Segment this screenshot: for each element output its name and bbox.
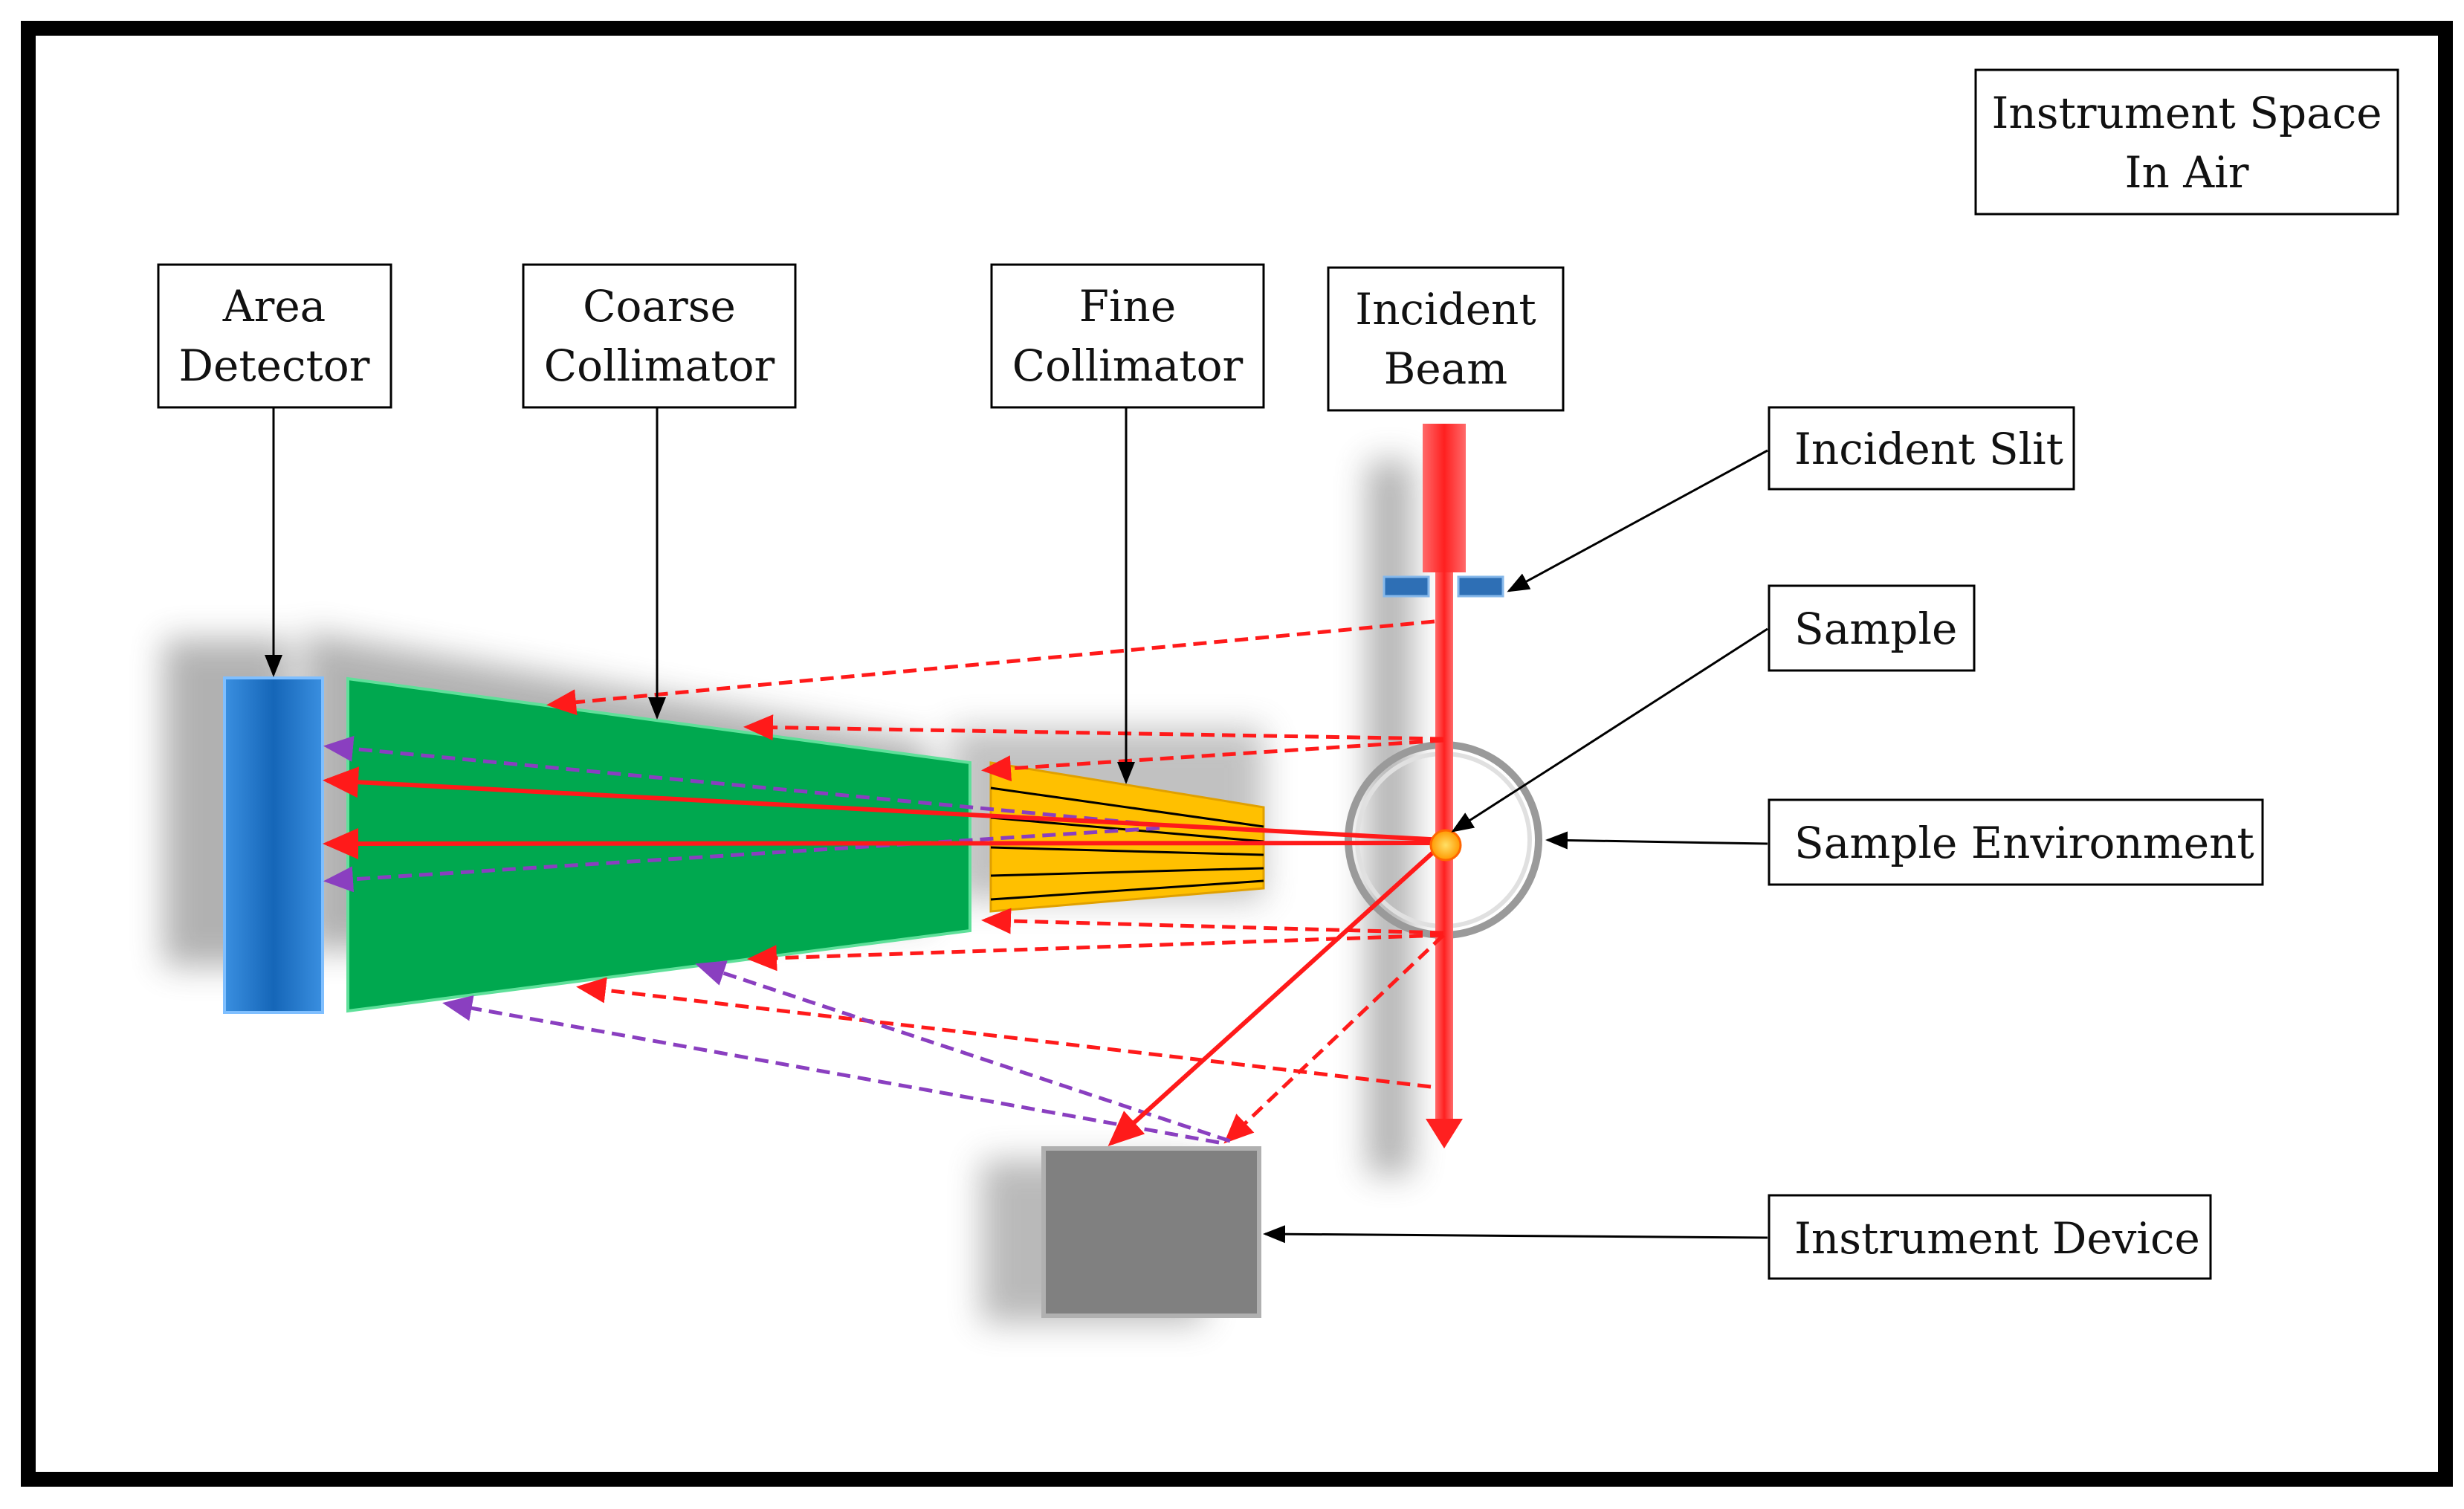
svg-text:Incident: Incident bbox=[1355, 284, 1536, 335]
svg-text:Sample Environment: Sample Environment bbox=[1794, 818, 2254, 868]
label-sample: Sample bbox=[1768, 584, 1976, 672]
area-detector-shape bbox=[223, 676, 324, 1014]
svg-text:Coarse: Coarse bbox=[583, 281, 736, 332]
svg-text:Collimator: Collimator bbox=[1012, 340, 1244, 391]
leader-lines bbox=[265, 407, 1768, 1244]
label-coarse-collimator: Coarse Collimator bbox=[522, 263, 797, 409]
incident-slit-shape bbox=[1383, 575, 1504, 598]
sample-dot bbox=[1429, 829, 1462, 862]
beam-arrowhead bbox=[1426, 1119, 1463, 1148]
svg-text:Fine: Fine bbox=[1079, 281, 1176, 332]
label-incident-slit: Incident Slit bbox=[1768, 406, 2075, 491]
svg-text:In Air: In Air bbox=[2125, 147, 2249, 198]
svg-text:Incident Slit: Incident Slit bbox=[1794, 424, 2063, 474]
svg-text:Instrument Space: Instrument Space bbox=[1991, 88, 2381, 138]
label-instrument-space: Instrument Space In Air bbox=[1974, 68, 2399, 216]
scatter-red-dashed bbox=[546, 619, 1445, 1144]
incident-beam-upper bbox=[1423, 424, 1466, 572]
svg-text:Sample: Sample bbox=[1794, 604, 1957, 654]
label-incident-beam: Incident Beam bbox=[1327, 266, 1565, 412]
svg-text:Collimator: Collimator bbox=[544, 340, 775, 391]
svg-text:Beam: Beam bbox=[1384, 343, 1508, 394]
instrument-device-shape bbox=[1041, 1146, 1261, 1318]
svg-text:Instrument Device: Instrument Device bbox=[1794, 1213, 2200, 1264]
label-instrument-device: Instrument Device bbox=[1768, 1194, 2212, 1280]
label-sample-environment: Sample Environment bbox=[1768, 798, 2264, 886]
label-fine-collimator: Fine Collimator bbox=[990, 263, 1265, 409]
svg-text:Detector: Detector bbox=[179, 340, 370, 391]
svg-text:Area: Area bbox=[222, 281, 326, 332]
scatter-red-solid bbox=[323, 766, 1446, 1147]
label-area-detector: Area Detector bbox=[157, 263, 392, 409]
